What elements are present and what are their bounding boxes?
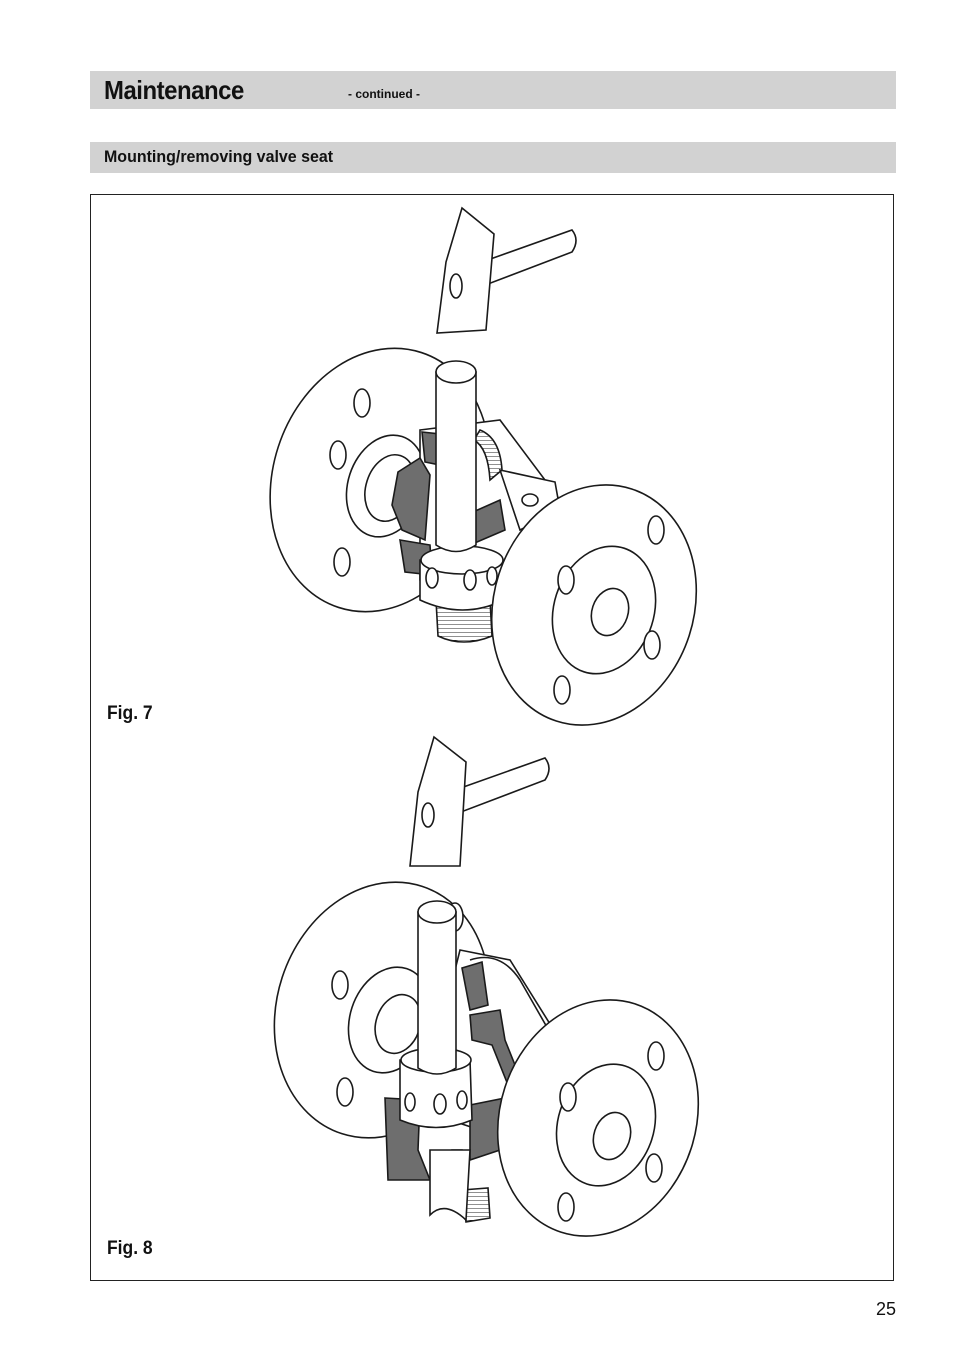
fig8-illustration — [273, 735, 700, 1237]
figure-frame — [90, 194, 894, 1281]
fig8-right-flange — [496, 999, 700, 1237]
page-header-bar: Maintenance - continued - — [90, 71, 896, 109]
fig7-valve-seat — [419, 545, 505, 611]
fig8-cutaway-upper — [461, 960, 489, 1012]
fig8-hammer-icon — [409, 735, 550, 867]
page-subtitle: - continued - — [348, 87, 420, 101]
fig7-cutaway-left — [391, 456, 431, 542]
section-title: Mounting/removing valve seat — [104, 147, 334, 166]
fig7-hammer-icon — [436, 206, 577, 334]
fig7-illustration — [269, 206, 698, 726]
section-header-bar: Mounting/removing valve seat — [90, 142, 896, 173]
page-number: 25 — [876, 1299, 897, 1319]
page-title: Maintenance — [104, 75, 244, 105]
figure-8-label: Fig. 8 — [107, 1238, 153, 1259]
fig7-right-flange — [490, 484, 698, 726]
figure-7-label: Fig. 7 — [107, 703, 153, 724]
fig8-drift-rod — [417, 900, 457, 1075]
fig7-drift-rod — [435, 360, 477, 553]
